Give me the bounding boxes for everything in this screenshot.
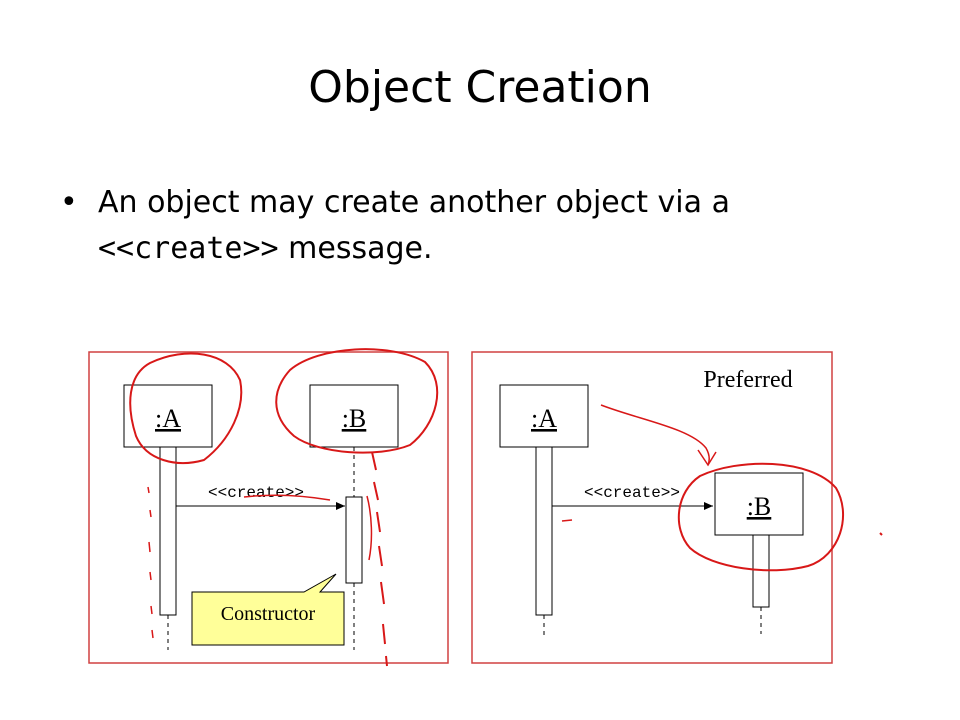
preferred-label: Preferred [703, 367, 792, 393]
right-object-b-label: :B [747, 492, 772, 521]
left-object-a-box [123, 384, 213, 448]
slide-title: Object Creation [308, 62, 652, 113]
left-a-lifeline-dash-annotation [147, 486, 154, 639]
left-object-a-label: :A [155, 404, 181, 433]
right-small-mark-annotation [561, 519, 573, 522]
right-object-b-box [714, 472, 804, 536]
left-a-circle-annotation [129, 352, 243, 464]
right-create-message-label: <<create>> [584, 484, 680, 502]
left-diagram: :A :B <<create>> Constructor [88, 348, 449, 667]
right-b-circle-annotation [677, 462, 845, 572]
right-dot-annotation [879, 532, 883, 536]
left-message-underline-annotation [243, 494, 331, 501]
left-object-b-box [309, 384, 399, 448]
left-diagram-frame [88, 351, 449, 664]
bullet-prefix: An object may create another object via … [98, 185, 730, 220]
right-object-a-label: :A [531, 404, 557, 433]
bullet-suffix: message. [288, 231, 433, 266]
left-activation-a [159, 446, 177, 616]
left-activation-b [345, 496, 363, 584]
right-object-a-box [499, 384, 589, 448]
constructor-callout-shape [191, 573, 345, 646]
right-diagram-frame [471, 351, 833, 664]
left-b-circle-annotation [275, 348, 439, 454]
left-object-b-label: :B [342, 404, 367, 433]
constructor-callout-label: Constructor [221, 603, 316, 625]
right-move-arrowhead-annotation [697, 449, 717, 467]
bullet-dot-icon: • [60, 185, 78, 220]
right-diagram: Preferred :A :B <<create>> [471, 351, 883, 664]
right-activation-a [535, 446, 553, 616]
left-create-message-label: <<create>> [208, 484, 304, 502]
bullet-code: <<create>> [98, 231, 279, 266]
right-move-arrow-annotation [600, 404, 711, 466]
left-b-activation-annotation [366, 495, 373, 561]
bullet-text: An object may create another object via … [98, 180, 902, 272]
bullet-item: • An object may create another object vi… [60, 180, 902, 272]
left-b-lifeline-dash-annotation [371, 451, 388, 667]
